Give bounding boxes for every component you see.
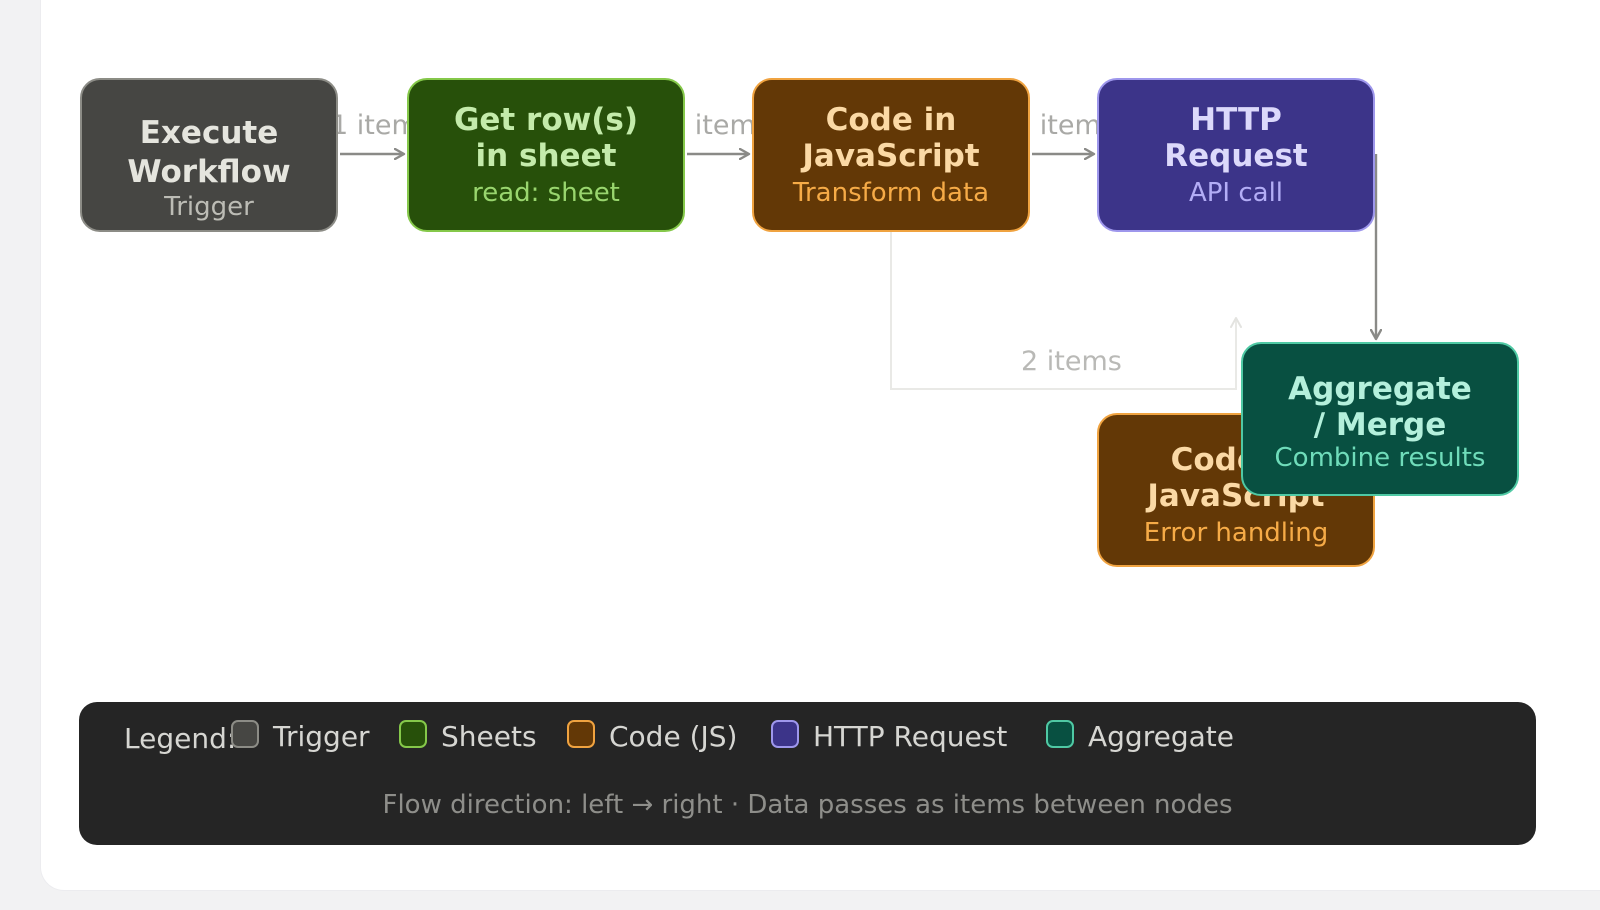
node-subtitle: Trigger [164,192,254,222]
legend-swatch-trigger [231,719,259,748]
node-title: Get row(s) in sheet [453,102,639,174]
legend-swatch-http [771,719,799,748]
legend-label: Code (JS) [609,720,738,753]
node-subtitle: Transform data [792,178,990,208]
legend-swatch-sheets [399,719,427,748]
legend-item-http: HTTP Request [771,719,1008,753]
node-subtitle: API call [1188,178,1284,208]
legend-item-trigger: Trigger [231,719,370,753]
legend-label: Aggregate [1088,720,1234,753]
node-http-request[interactable]: HTTP Request API call [1097,78,1375,232]
node-aggregate-merge[interactable]: Aggregate / Merge Combine results [1241,342,1519,496]
node-get-rows-in-sheet[interactable]: Get row(s) in sheet read: sheet [407,78,685,232]
node-execute-workflow-trigger[interactable]: Execute Workflow Trigger [80,78,338,232]
legend-label: Sheets [441,720,537,753]
node-subtitle: Error handling [1143,518,1329,548]
node-code-transform[interactable]: Code in JavaScript Transform data [752,78,1030,232]
edge-label-code-error: 2 items [1021,346,1122,377]
legend-label: Trigger [273,720,370,753]
node-title: Code in JavaScript [802,102,980,174]
node-subtitle: Combine results [1274,443,1486,473]
edge-label-trigger-sheets: 1 item [331,110,418,141]
legend-swatch-aggregate [1046,719,1074,748]
node-subtitle: read: sheet [472,178,620,208]
node-title: HTTP Request [1164,102,1308,174]
legend-item-aggregate: Aggregate [1046,719,1234,753]
legend-item-code: Code (JS) [567,719,738,753]
node-title: Aggregate / Merge [1288,371,1472,443]
node-title: Execute Workflow [127,115,291,190]
legend-swatch-code [567,719,595,748]
legend-flow-note: Flow direction: left → right · Data pass… [382,790,1233,820]
legend-panel: Legend: Trigger Sheets Code (JS) HTTP Re… [79,702,1536,845]
legend-item-sheets: Sheets [399,719,537,753]
legend-title: Legend: [124,722,237,755]
legend-label: HTTP Request [813,720,1008,753]
